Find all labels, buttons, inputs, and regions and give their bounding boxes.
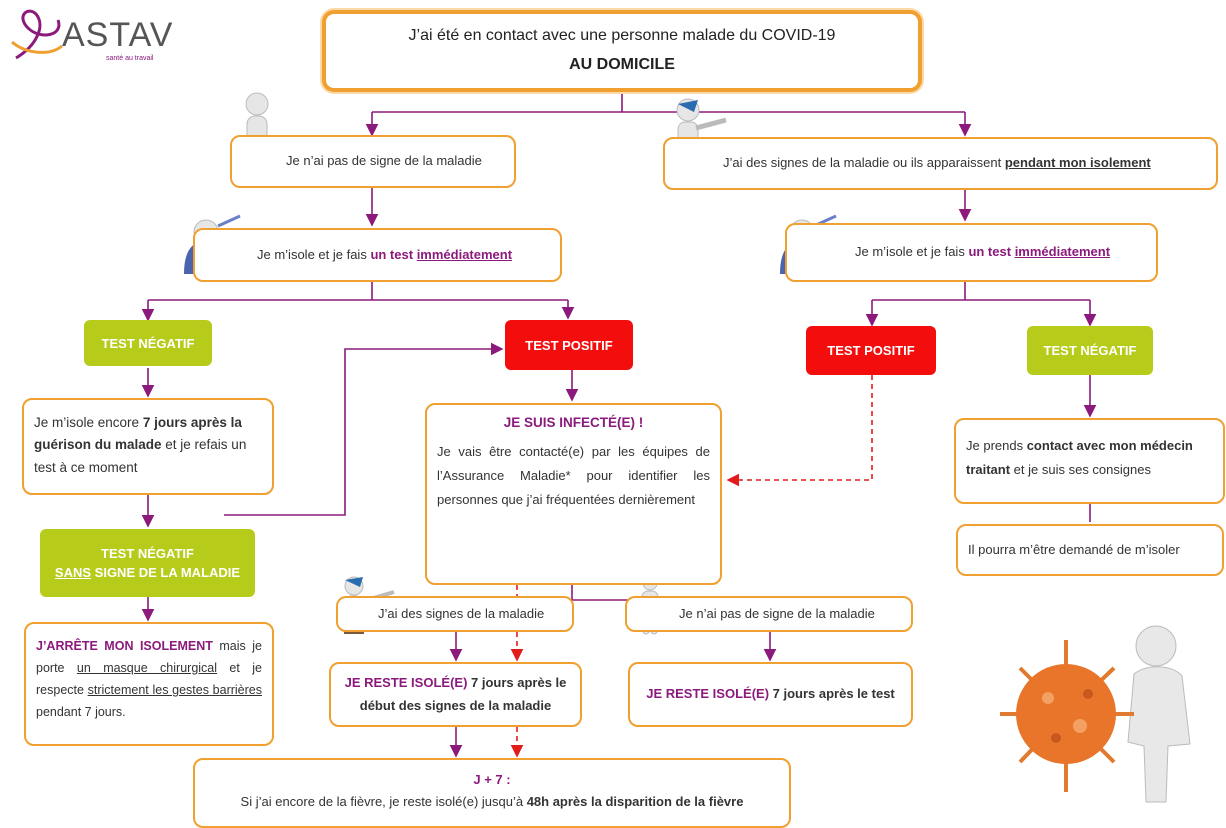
left-neg-no-sign-sans: SANS xyxy=(54,565,92,580)
left-isolate-test-b2: immédiatement xyxy=(416,246,513,262)
left-isolate-test-pre: Je m’isole et je fais xyxy=(257,246,371,262)
left-stop-iso-t1: mais je porte xyxy=(36,639,262,675)
right-may-isolate-box: Il pourra m’être demandé de m’isoler xyxy=(956,524,1224,576)
center-has-signs-box: J’ai des signes de la maladie xyxy=(336,596,574,632)
title-line2: AU DOMICILE xyxy=(569,56,675,73)
right-isolate-test-pre: Je m’isole et je fais xyxy=(855,244,969,260)
right-contact-doctor-box: Je prends contact avec mon médecin trait… xyxy=(954,418,1225,504)
left-no-signs-box: Je n’ai pas de signe de la maladie xyxy=(230,135,516,188)
j7-pre: Si j’ai encore de la fièvre, je reste is… xyxy=(240,794,527,810)
center-no-signs-text: Je n’ai pas de signe de la maladie xyxy=(679,605,875,621)
right-signs-pre: J’ai des signes de la maladie ou ils app… xyxy=(723,155,1005,171)
left-iso-more-b: 7 jours après la guérison du malade xyxy=(34,415,242,453)
logo-name: ASTAV xyxy=(62,16,174,54)
left-isolate-test-b1: un test xyxy=(370,246,414,262)
j7-title: J + 7 : xyxy=(473,772,511,787)
infected-title: JE SUIS INFECTÉ(E) ! xyxy=(503,415,644,430)
left-stop-iso-b: J’ARRÊTE MON ISOLEMENT xyxy=(36,639,213,653)
left-iso-more-box: Je m’isole encore 7 jours après la guéri… xyxy=(22,398,274,495)
stay-iso-signs-box: JE RESTE ISOLÉ(E) 7 jours après le début… xyxy=(329,662,582,727)
left-test-negatif-tag: TEST NÉGATIF xyxy=(84,320,212,366)
astav-logo: ASTAV santé au travail xyxy=(6,6,186,68)
stay-iso-test-b: JE RESTE ISOLÉ(E) xyxy=(646,686,770,702)
left-isolate-test-box: Je m’isole et je fais un test immédiatem… xyxy=(193,228,562,282)
logo-swirl-icon xyxy=(11,9,63,60)
center-has-signs-text: J’ai des signes de la maladie xyxy=(378,605,545,621)
left-neg-no-sign-tag: TEST NÉGATIF SANS SIGNE DE LA MALADIE xyxy=(40,529,255,597)
left-stop-iso-u1: un masque chirurgical xyxy=(76,660,218,675)
right-isolate-test-b1: un test xyxy=(968,244,1012,260)
left-stop-iso-t3: pendant 7 jours. xyxy=(36,704,126,719)
right-contact-doctor-post: et je suis ses consignes xyxy=(1010,462,1151,478)
center-no-signs-box: Je n’ai pas de signe de la maladie xyxy=(625,596,913,632)
right-may-isolate-text: Il pourra m’être demandé de m’isoler xyxy=(968,541,1180,557)
infected-box: JE SUIS INFECTÉ(E) ! Je vais être contac… xyxy=(425,403,722,585)
title-box: J’ai été en contact avec une personne ma… xyxy=(322,10,922,92)
left-neg-no-sign-line1: TEST NÉGATIF xyxy=(101,545,194,561)
right-isolate-test-b2: immédiatement xyxy=(1014,244,1111,260)
stay-iso-test-t: 7 jours après le test xyxy=(769,686,895,702)
left-iso-more-pre: Je m’isole encore xyxy=(34,415,143,430)
title-line1: J’ai été en contact avec une personne ma… xyxy=(408,27,836,45)
right-signs-box: J’ai des signes de la maladie ou ils app… xyxy=(663,137,1218,190)
left-stop-iso-t2: et je respecte xyxy=(36,660,262,697)
right-isolate-test-box: Je m’isole et je fais un test immédiatem… xyxy=(785,223,1158,282)
left-iso-more-post: et je refais un test à ce moment xyxy=(34,437,247,475)
infected-body: Je vais être contacté(e) par les équipes… xyxy=(437,443,710,508)
stay-iso-signs-t: 7 jours après le début des signes de la … xyxy=(359,674,567,713)
right-signs-u: pendant mon isolement xyxy=(1004,155,1151,171)
right-contact-doctor-b: contact avec mon médecin traitant xyxy=(966,438,1193,478)
virus-and-person-illustration xyxy=(1000,625,1191,803)
left-test-positif-tag: TEST POSITIF xyxy=(505,320,633,370)
left-stop-iso-u2: strictement les gestes barrières xyxy=(87,682,262,697)
j7-b: 48h après la disparition de la fièvre xyxy=(526,794,744,810)
right-test-positif-tag: TEST POSITIF xyxy=(806,326,936,375)
right-contact-doctor-pre: Je prends xyxy=(966,438,1027,453)
left-stop-iso-box: J’ARRÊTE MON ISOLEMENT mais je porte un … xyxy=(24,622,274,746)
stay-iso-signs-b: JE RESTE ISOLÉ(E) xyxy=(344,674,468,690)
left-neg-no-sign-rest: SIGNE DE LA MALADIE xyxy=(91,565,241,580)
left-no-signs-text: Je n’ai pas de signe de la maladie xyxy=(286,153,482,169)
j7-box: J + 7 : Si j’ai encore de la fièvre, je … xyxy=(193,758,791,828)
stay-iso-test-box: JE RESTE ISOLÉ(E) 7 jours après le test xyxy=(628,662,913,727)
right-test-negatif-tag: TEST NÉGATIF xyxy=(1027,326,1153,375)
logo-tagline: santé au travail xyxy=(106,55,154,62)
